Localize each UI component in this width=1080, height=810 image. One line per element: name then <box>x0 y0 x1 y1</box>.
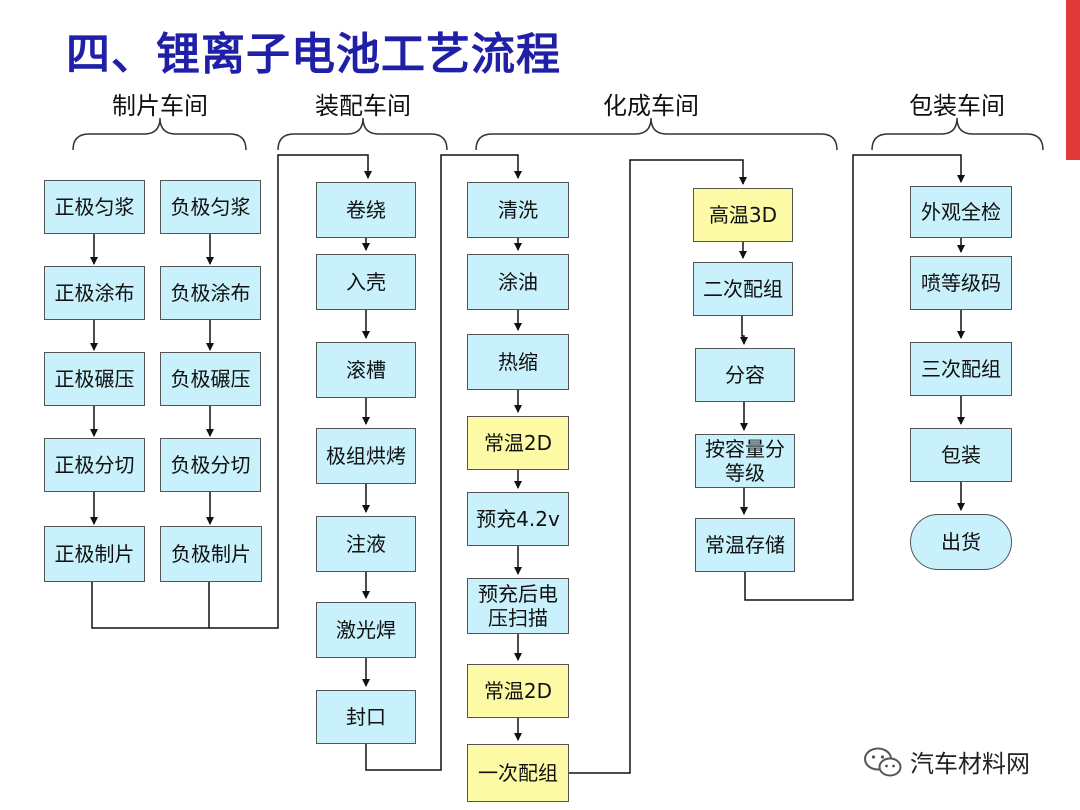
step-voltage-scan: 预充后电压扫描 <box>467 578 569 634</box>
step-negative-sheet: 负极制片 <box>160 526 262 582</box>
brace-packaging <box>871 117 1044 151</box>
step-electrolyte-filling: 注液 <box>316 516 416 572</box>
section-label-electrode: 制片车间 <box>112 92 208 120</box>
connector-formation-to-packaging <box>744 154 965 601</box>
step-positive-coating: 正极涂布 <box>44 266 145 320</box>
step-grade-by-capacity: 按容量分等级 <box>695 434 795 488</box>
step-first-grouping: 一次配组 <box>467 744 569 802</box>
step-negative-rolling: 负极碾压 <box>160 352 261 406</box>
step-winding: 卷绕 <box>316 182 416 238</box>
brace-assembly <box>277 117 448 151</box>
step-positive-slitting: 正极分切 <box>44 438 145 492</box>
step-packing: 包装 <box>910 428 1012 482</box>
step-shipping: 出货 <box>910 514 1012 570</box>
step-casing: 入壳 <box>316 254 416 310</box>
step-heat-shrink: 热缩 <box>467 334 569 390</box>
connector-formation-columns <box>569 159 747 774</box>
step-laser-welding: 激光焊 <box>316 602 416 658</box>
section-label-packaging: 包装车间 <box>909 92 1005 120</box>
step-negative-slurry: 负极匀浆 <box>160 180 261 234</box>
section-label-assembly: 装配车间 <box>315 92 411 120</box>
step-oiling: 涂油 <box>467 254 569 310</box>
connector-electrode-to-assembly <box>91 154 372 629</box>
watermark: 汽车材料网 <box>862 744 1030 779</box>
step-negative-coating: 负极涂布 <box>160 266 261 320</box>
page-title: 四、锂离子电池工艺流程 <box>66 29 561 80</box>
brace-formation <box>475 117 838 151</box>
accent-bar <box>1066 0 1080 160</box>
step-grooving: 滚槽 <box>316 342 416 398</box>
watermark-text: 汽车材料网 <box>910 750 1030 778</box>
section-label-formation: 化成车间 <box>603 92 699 120</box>
connector-assembly-to-formation <box>365 154 522 771</box>
step-positive-sheet: 正极制片 <box>44 526 145 582</box>
wechat-icon <box>864 747 902 776</box>
step-positive-slurry: 正极匀浆 <box>44 180 145 234</box>
step-negative-slitting: 负极分切 <box>160 438 261 492</box>
brace-electrode <box>72 117 247 151</box>
step-capacity-sorting: 分容 <box>695 348 795 402</box>
step-baking: 极组烘烤 <box>316 428 416 484</box>
step-high-temp-3d: 高温3D <box>693 188 793 242</box>
step-grade-code-printing: 喷等级码 <box>910 256 1012 310</box>
step-cleaning: 清洗 <box>467 182 569 238</box>
step-positive-rolling: 正极碾压 <box>44 352 145 406</box>
step-third-grouping: 三次配组 <box>910 342 1012 396</box>
step-precharge: 预充4.2v <box>467 492 569 546</box>
step-room-temp-2d-first: 常温2D <box>467 416 569 470</box>
step-visual-inspection: 外观全检 <box>910 186 1012 238</box>
step-sealing: 封口 <box>316 690 416 744</box>
step-room-temp-2d-second: 常温2D <box>467 664 569 718</box>
step-second-grouping: 二次配组 <box>693 262 793 316</box>
step-room-temp-storage: 常温存储 <box>695 518 795 572</box>
arrow-form2-2 <box>740 316 748 345</box>
